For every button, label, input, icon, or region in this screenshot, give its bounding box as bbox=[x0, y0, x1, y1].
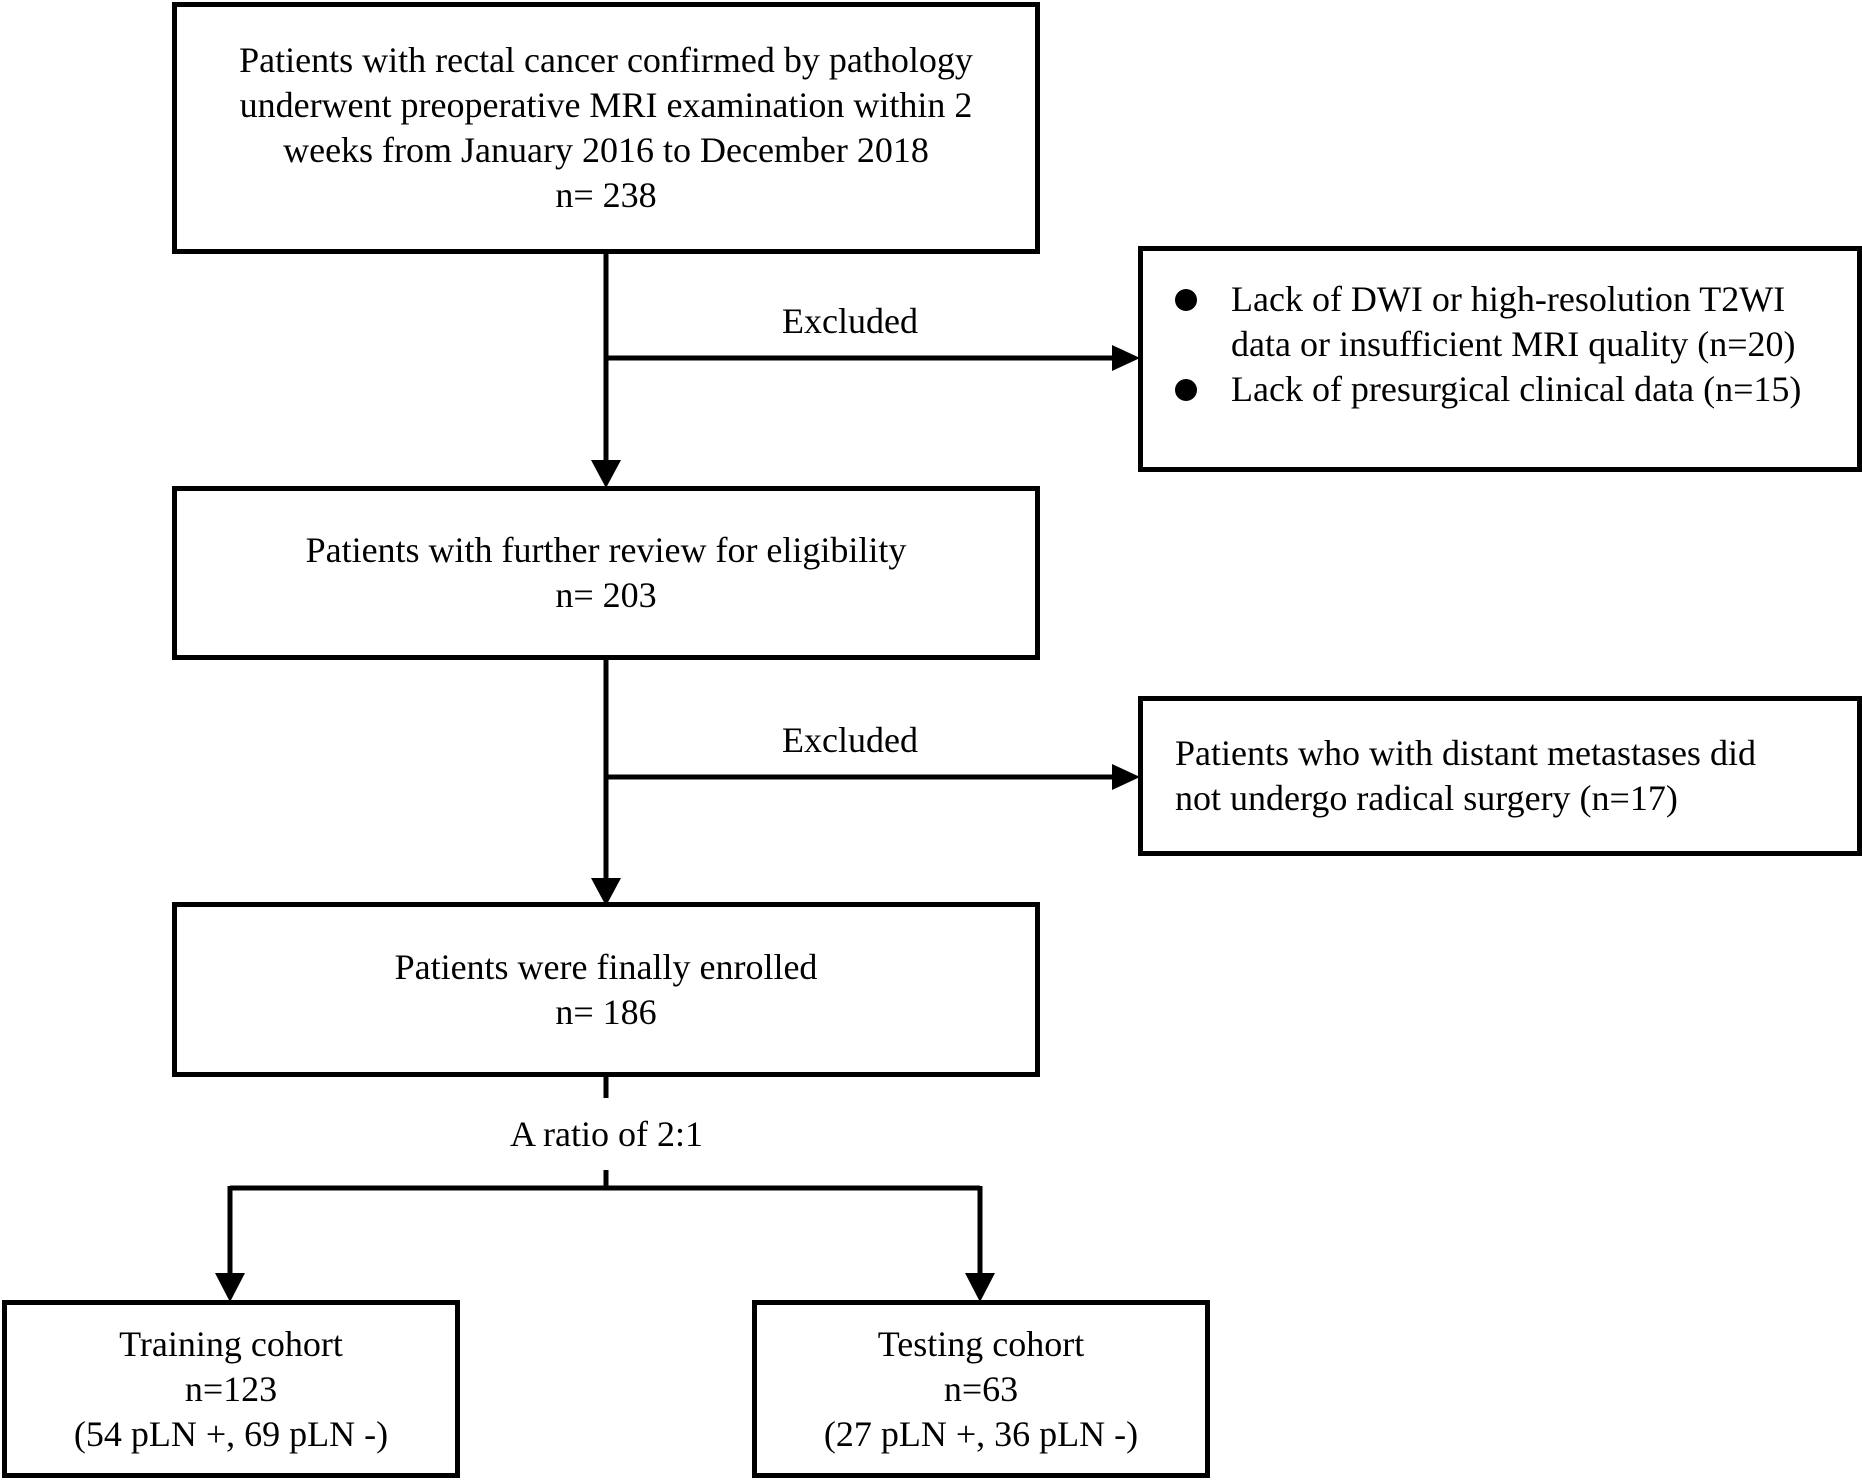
exclusion-box-1: Lack of DWI or high-resolution T2WI data… bbox=[1138, 246, 1862, 472]
exclusion-box-2: Patients who with distant metastases did… bbox=[1138, 696, 1862, 856]
initial-cohort-box: Patients with rectal cancer confirmed by… bbox=[172, 2, 1040, 254]
initial-count: n= 238 bbox=[555, 175, 657, 215]
enrolled-count: n= 186 bbox=[555, 991, 657, 1032]
testing-title: Testing cohort bbox=[877, 1323, 1085, 1364]
exclusion2-line-2: not undergo radical surgery (n=17) bbox=[1175, 778, 1678, 818]
exclusion-item-2: Lack of presurgical clinical data (n=15) bbox=[1175, 367, 1857, 412]
review-line-1: Patients with further review for eligibi… bbox=[305, 530, 907, 570]
bullet-icon bbox=[1175, 379, 1197, 401]
exclusion-item-1: Lack of DWI or high-resolution T2WI data… bbox=[1175, 277, 1857, 367]
arrowhead-to-review bbox=[591, 460, 621, 488]
excluded-label-1: Excluded bbox=[782, 299, 918, 344]
testing-breakdown: (27 pLN +, 36 pLN -) bbox=[823, 1413, 1139, 1454]
testing-cohort-box: Testing cohort n=63 (27 pLN +, 36 pLN -) bbox=[752, 1300, 1210, 1478]
training-title: Training cohort bbox=[119, 1323, 343, 1364]
arrowhead-to-enrolled bbox=[591, 878, 621, 906]
training-count: n=123 bbox=[184, 1368, 278, 1409]
training-breakdown: (54 pLN +, 69 pLN -) bbox=[73, 1413, 389, 1454]
ratio-label: A ratio of 2:1 bbox=[510, 1114, 703, 1154]
exclusion-item-1-line-2: data or insufficient MRI quality (n=20) bbox=[1231, 324, 1796, 364]
arrowhead-to-testing bbox=[965, 1273, 995, 1302]
arrowhead-to-exclusion1 bbox=[1112, 345, 1140, 371]
arrowhead-to-exclusion2 bbox=[1112, 764, 1140, 790]
enrolled-box: Patients were finally enrolled n= 186 bbox=[172, 902, 1040, 1077]
bullet-icon bbox=[1175, 289, 1197, 311]
arrowhead-to-training bbox=[215, 1273, 245, 1302]
review-count: n= 203 bbox=[555, 575, 657, 615]
exclusion-item-1-line-1: Lack of DWI or high-resolution T2WI bbox=[1231, 279, 1786, 319]
enrolled-line-1: Patients were finally enrolled bbox=[394, 946, 818, 987]
excluded-label-2: Excluded bbox=[782, 718, 918, 763]
testing-count: n=63 bbox=[943, 1368, 1019, 1409]
initial-line-3: weeks from January 2016 to December 2018 bbox=[283, 130, 929, 170]
exclusion2-line-1: Patients who with distant metastases did bbox=[1175, 733, 1756, 773]
initial-line-1: Patients with rectal cancer confirmed by… bbox=[239, 40, 973, 80]
review-box: Patients with further review for eligibi… bbox=[172, 486, 1040, 660]
exclusion-item-2-line-1: Lack of presurgical clinical data (n=15) bbox=[1231, 369, 1802, 409]
initial-line-2: underwent preoperative MRI examination w… bbox=[239, 85, 973, 125]
training-cohort-box: Training cohort n=123 (54 pLN +, 69 pLN … bbox=[2, 1300, 460, 1478]
